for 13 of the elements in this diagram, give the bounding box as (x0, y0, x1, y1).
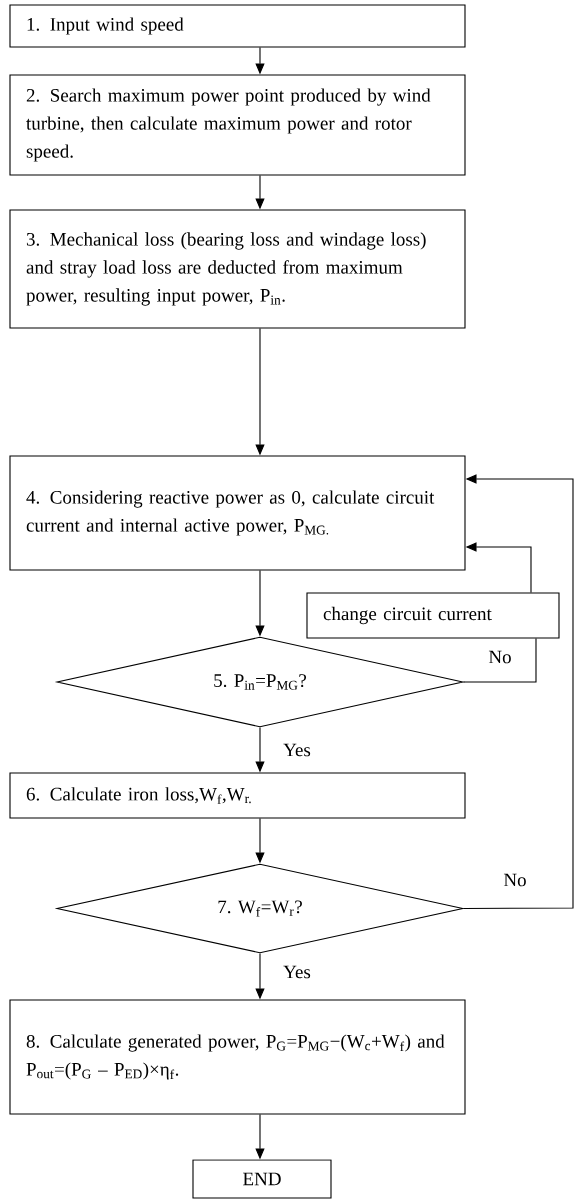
arrow (463, 474, 574, 910)
edge-label: No (487, 649, 513, 665)
edge-label: Yes (282, 742, 312, 758)
process-box: 6. Calculate iron loss,W$_{f}$,W$_{r.}$ (9, 772, 466, 819)
process-box: 2. Search maximum power point produced by wind turbine, then calculate maximum power and rotor speed. (9, 74, 466, 176)
edge-label: Yes (282, 964, 312, 980)
process-box: change circuit current (306, 592, 560, 639)
edge-label: No (502, 872, 528, 888)
process-box: 4. Considering reactive power as 0, calculate circuit current and internal active power, P$_{MG.}$ (9, 455, 466, 571)
process-box: 8. Calculate generated power, P$_{G}$=P$_{MG}$−(W$_{c}$+W$_{f}$) and P$_{out}$=(P$_{G}$ – P$_{ED}$)×η$_{f}$. (9, 999, 466, 1115)
process-box: 3. Mechanical loss (bearing loss and windage loss) and stray load loss are deducted from maximum power, resulting input power, P$_{in}$. (9, 209, 466, 329)
terminal-box: END (192, 1159, 332, 1199)
process-box: 1. Input wind speed (9, 4, 466, 48)
